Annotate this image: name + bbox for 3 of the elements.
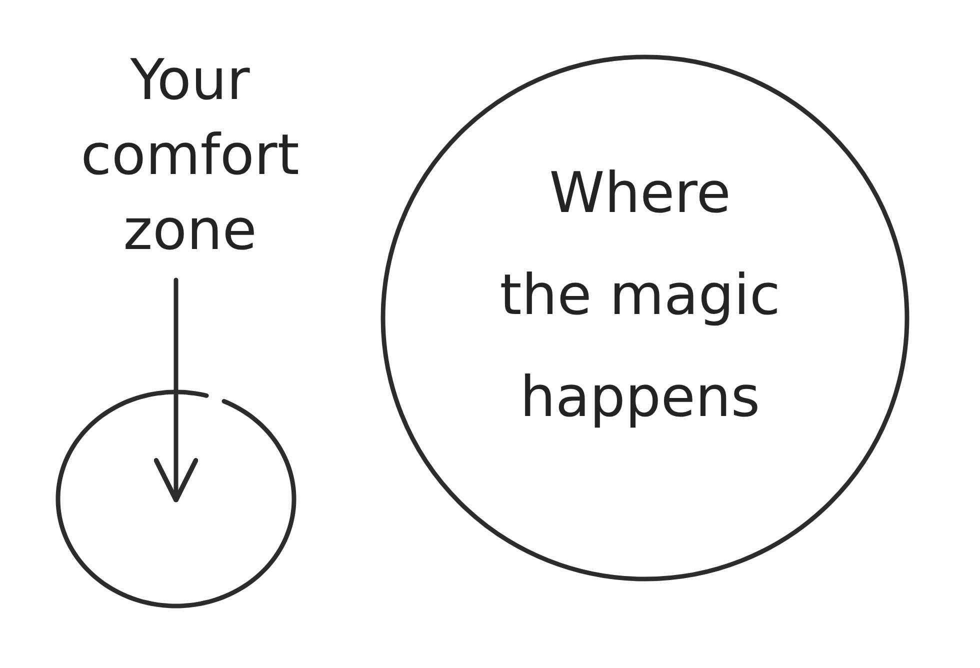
arrow bbox=[154, 278, 198, 502]
handwritten-label: Your comfort zone bbox=[80, 47, 300, 265]
circle-label: Where the magic happens bbox=[498, 160, 782, 432]
